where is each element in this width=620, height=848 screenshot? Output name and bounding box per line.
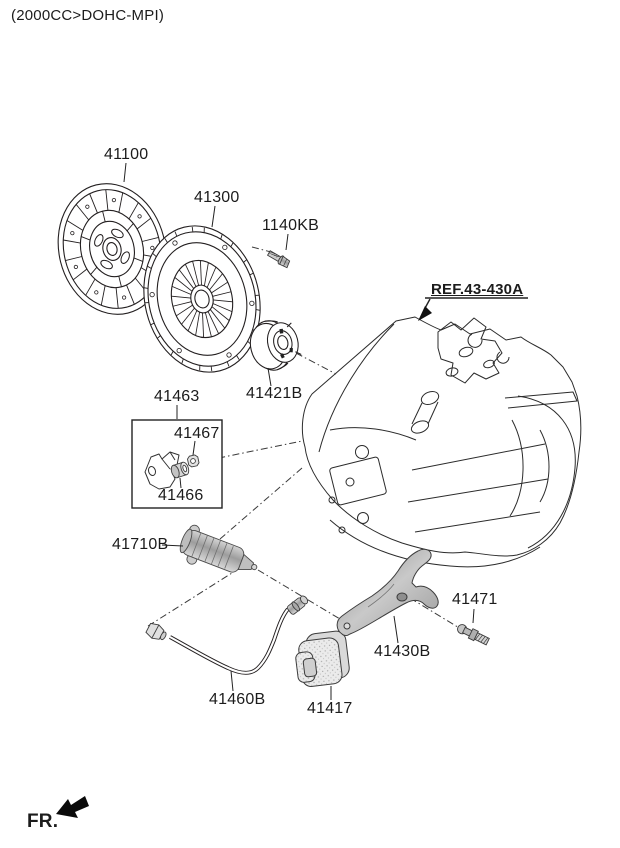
part-callout-41417: 41417 <box>307 700 353 717</box>
tube-end-fitting <box>286 595 309 615</box>
clutch-disc-drawing <box>57 183 167 315</box>
release-bearing-drawing <box>249 320 302 371</box>
part-callout-41467: 41467 <box>174 425 220 442</box>
clutch-tube-drawing <box>145 595 309 675</box>
part-callout-41460B: 41460B <box>209 691 266 708</box>
front-direction-label: FR. <box>27 811 59 832</box>
bracket-kit-box <box>131 419 223 509</box>
part-callout-41300: 41300 <box>194 189 240 206</box>
nut-drawing <box>187 454 200 468</box>
ref-arrow <box>418 297 528 321</box>
part-callout-41100: 41100 <box>104 146 149 163</box>
leader-lines <box>123 162 475 700</box>
fr-direction-arrow <box>56 796 89 818</box>
part-callout-41421B: 41421B <box>246 385 303 402</box>
release-cylinder-drawing <box>179 524 258 573</box>
part-callout-41471: 41471 <box>452 591 498 608</box>
part-callout-41466: 41466 <box>158 487 204 504</box>
tube-flare-nut <box>145 622 167 641</box>
part-callout-41710B: 41710B <box>112 536 169 553</box>
bracket-drawing <box>144 451 180 490</box>
clutch-cover-drawing <box>143 225 261 373</box>
ball-stud-drawing <box>457 624 490 646</box>
release-fork-drawing <box>336 548 439 636</box>
part-callout-41463: 41463 <box>154 388 200 405</box>
bushing-drawing <box>170 461 190 479</box>
part-callout-41430B: 41430B <box>374 643 431 660</box>
bolt-drawing <box>266 250 291 269</box>
boot-pad-drawing <box>295 630 350 687</box>
ref-callout: REF.43-430A <box>431 281 524 298</box>
engine-variant-label: (2000CC>DOHC-MPI) <box>11 7 165 24</box>
transaxle-drawing <box>301 316 582 568</box>
part-callout-1140KB: 1140KB <box>262 217 319 234</box>
